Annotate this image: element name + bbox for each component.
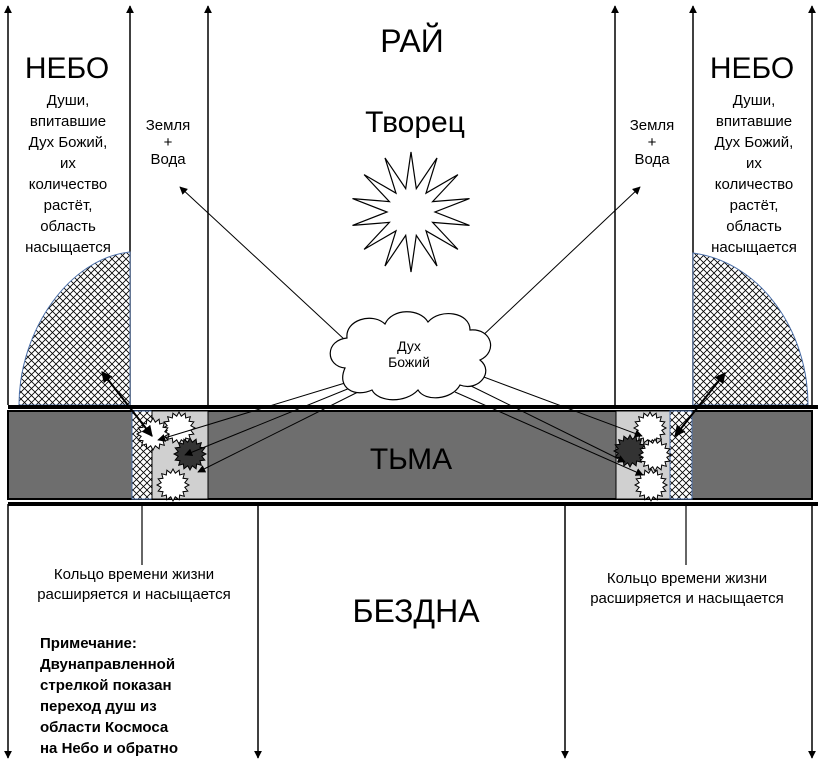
downward-axis-arrows xyxy=(4,504,816,759)
earth-water-right-label-line: Вода xyxy=(634,151,670,168)
spirit-label-line: Божий xyxy=(388,354,430,370)
souls-left-text-line: Души, xyxy=(47,92,90,109)
darkness-label: ТЬМА xyxy=(370,443,452,476)
spirit-label-line: Дух xyxy=(397,338,421,354)
ring-zone-right-hatched xyxy=(669,410,693,500)
souls-left-text-line: область xyxy=(40,218,96,235)
souls-right-text-line: Дух Божий, xyxy=(715,134,794,151)
earth-water-right-label-line: Земля xyxy=(630,117,675,134)
souls-right-text-line: растёт, xyxy=(730,197,779,214)
note-text-line: Примечание: xyxy=(40,635,137,652)
earth-water-left-label-line: Вода xyxy=(150,151,186,168)
note-text-line: Двунаправленной xyxy=(40,656,175,673)
souls-right-text-line: количество xyxy=(715,176,794,193)
spirit-cloud-icon xyxy=(329,311,492,401)
souls-right-text-line: насыщается xyxy=(711,239,797,256)
sky-right-label: НЕБО xyxy=(710,52,794,85)
souls-left-text-line: впитавшие xyxy=(30,113,106,130)
earth-water-left-label-line: Земля xyxy=(146,117,191,134)
souls-left-text-line: их xyxy=(60,155,76,172)
light-soul-icon xyxy=(637,437,673,473)
souls-left-text-line: Дух Божий, xyxy=(29,134,108,151)
souls-left-text-line: насыщается xyxy=(25,239,111,256)
ring-left-caption-line: Кольцо времени жизни xyxy=(54,566,214,583)
note-text-line: области Космоса xyxy=(40,719,169,736)
souls-right-text-line: Души, xyxy=(733,92,776,109)
dark-soul-icon xyxy=(612,433,648,469)
paradise-label: РАЙ xyxy=(380,23,444,59)
creator-sun-icon xyxy=(352,151,470,273)
earth-water-right-label-line: + xyxy=(648,134,657,151)
earth-water-right-label: Земля+Вода xyxy=(630,117,675,168)
dark-soul-icon xyxy=(172,436,208,472)
soul-circles xyxy=(135,410,673,503)
note-text-line: на Небо и обратно xyxy=(40,740,178,757)
ring-right-caption-line: Кольцо времени жизни xyxy=(607,570,767,587)
sky-left-label: НЕБО xyxy=(25,52,109,85)
hatched-region-right xyxy=(692,252,809,406)
light-soul-icon xyxy=(632,410,668,446)
spirit-rays xyxy=(157,186,644,476)
light-soul-icon xyxy=(155,467,191,503)
ring-right-caption: Кольцо времени жизни расширяется и насыща… xyxy=(590,570,784,607)
souls-right-text-line: впитавшие xyxy=(716,113,792,130)
souls-left-text-line: растёт, xyxy=(44,197,93,214)
ring-left-caption-line: расширяется и насыщается xyxy=(37,586,231,603)
souls-right-text-line: область xyxy=(726,218,782,235)
souls-right-text-line: их xyxy=(746,155,762,172)
hatched-region-left xyxy=(18,251,131,406)
note-text-line: стрелкой показан xyxy=(40,677,172,694)
ring-right-caption-line: расширяется и насыщается xyxy=(590,590,784,607)
earth-water-left-label-line: + xyxy=(164,134,173,151)
note-text: Примечание: Двунаправленной стрелкой показ… xyxy=(40,635,178,757)
ring-left-caption: Кольцо времени жизни расширяется и насыща… xyxy=(37,566,231,603)
earth-water-left-label: Земля+Вода xyxy=(146,117,191,168)
note-text-line: переход душ из xyxy=(40,698,157,715)
soul-transition-arrows xyxy=(101,371,726,437)
light-soul-icon xyxy=(633,467,669,503)
creator-label: Творец xyxy=(365,106,465,139)
abyss-label: БЕЗДНА xyxy=(352,593,480,629)
souls-left-text-line: количество xyxy=(29,176,108,193)
